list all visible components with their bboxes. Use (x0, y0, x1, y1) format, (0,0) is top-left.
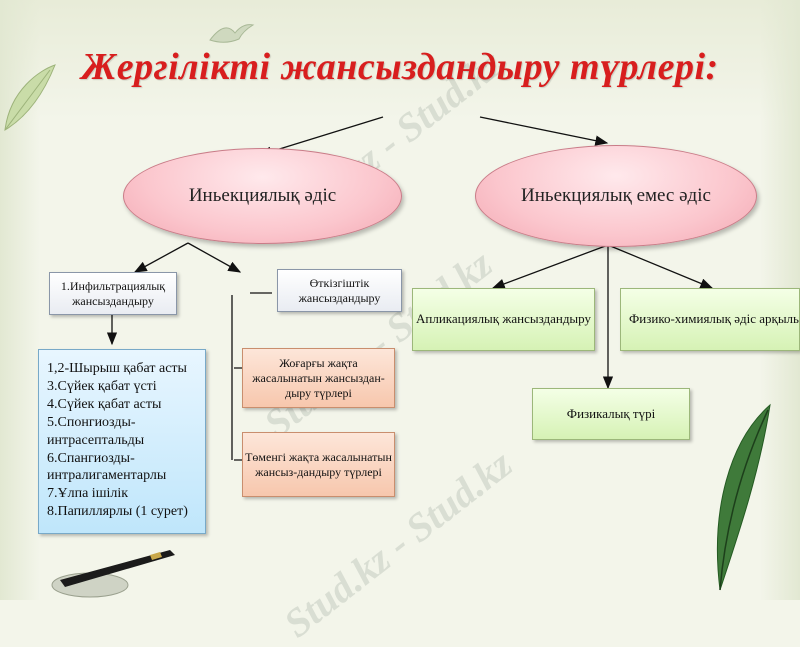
list-item: 5.Спонгиозды-интрасептальды (47, 414, 145, 448)
non-injection-method-node: Иньекциялық емес әдіс (475, 145, 757, 247)
physical-label: Физикалық түрі (566, 405, 656, 421)
page-title: Жергілікті жансыздандыру түрлері: (81, 46, 719, 88)
infiltration-list: 1,2-Шырыш қабат асты 3.Сүйек қабат үсті … (47, 360, 201, 521)
pen-icon (51, 550, 175, 598)
conduction-node: Өткізгіштік жансыздандыру (277, 269, 402, 312)
infiltration-list-box: 1,2-Шырыш қабат асты 3.Сүйек қабат үсті … (38, 349, 206, 534)
application-label: Апликациялық жансыздандыру (416, 311, 591, 327)
physico-chemical-node: Физико-химиялық әдіс арқылы (620, 288, 800, 351)
bird-icon (209, 24, 255, 43)
leaf-icon (4, 64, 56, 131)
list-item: 8.Папиллярлы (1 сурет) (47, 504, 188, 520)
infiltration-label: 1.Инфильтрациялық жансыздандыру (60, 278, 166, 308)
injection-method-label: Иньекциялық әдіс (188, 185, 337, 206)
list-item: 7.Ұлпа ішілік (47, 486, 129, 502)
background-band (0, 0, 800, 120)
application-node: Апликациялық жансыздандыру (412, 288, 595, 351)
lower-jaw-node: Төменгі жақта жасалынатын жансыз-дандыру… (242, 432, 395, 497)
list-item: 3.Сүйек қабат үсті (47, 378, 157, 394)
list-item: 6.Спангиозды-интралигаментарлы (47, 450, 167, 484)
connector-lines (106, 116, 714, 466)
upper-jaw-label: Жоғарғы жақта жасалынатын жансыздан-дыру… (252, 355, 385, 400)
conduction-label: Өткізгіштік жансыздандыру (298, 275, 381, 305)
upper-jaw-node: Жоғарғы жақта жасалынатын жансыздан-дыру… (242, 348, 395, 408)
injection-method-node: Иньекциялық әдіс (123, 148, 402, 244)
non-injection-method-label: Иньекциялық емес әдіс (521, 185, 711, 206)
physico-chemical-label: Физико-химиялық әдіс арқылы (629, 311, 800, 327)
list-item: 1,2-Шырыш қабат асты (47, 361, 187, 376)
feather-icon (717, 403, 771, 591)
infiltration-node: 1.Инфильтрациялық жансыздандыру (49, 272, 177, 315)
list-item: 4.Сүйек қабат асты (47, 396, 162, 412)
lower-jaw-label: Төменгі жақта жасалынатын жансыз-дандыру… (245, 449, 392, 479)
physical-node: Физикалық түрі (532, 388, 690, 440)
